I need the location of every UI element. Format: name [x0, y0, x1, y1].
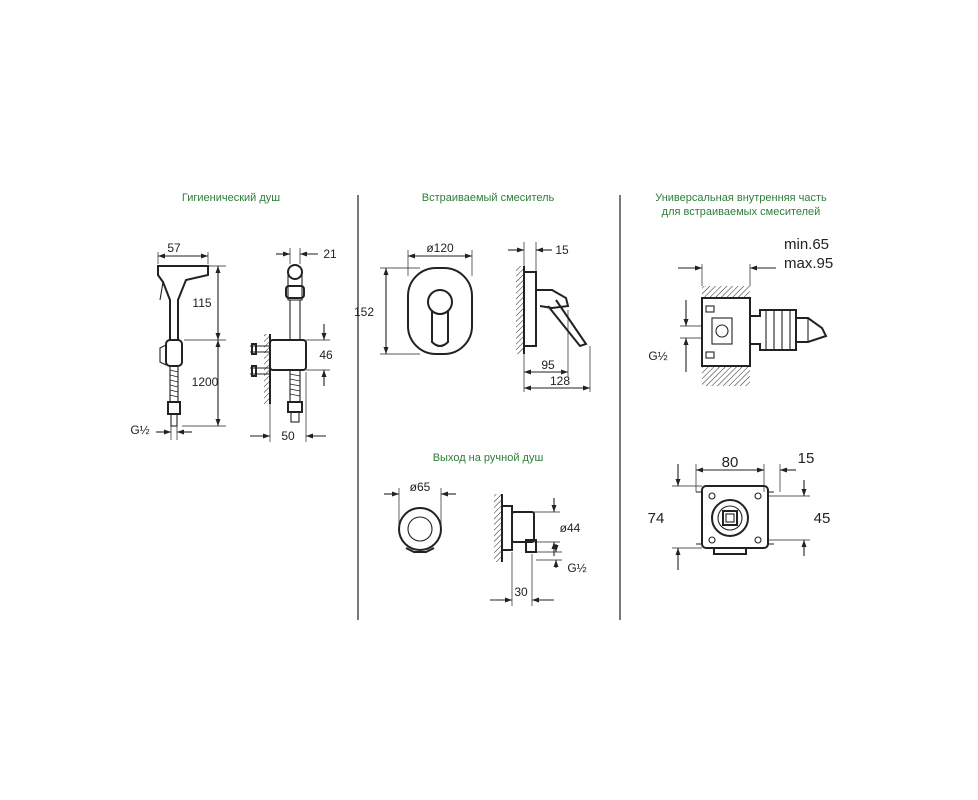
builtin-mixer-front-view: ø120 152 — [354, 241, 473, 355]
dim-152: 152 — [354, 305, 374, 319]
title-universal-inner-1: Универсальная внутренняя часть — [655, 192, 827, 204]
dim-g12-b: G½ — [648, 349, 667, 363]
dim-45: 45 — [814, 510, 831, 527]
dim-g12-c: G½ — [567, 561, 586, 575]
title-builtin-mixer: Встраиваемый смеситель — [422, 192, 555, 204]
dim-d65: ø65 — [410, 480, 431, 494]
dim-g12-a: G½ — [130, 423, 149, 437]
dim-1200: 1200 — [192, 375, 219, 389]
hygienic-shower-front-view: 57 115 1200 G½ — [130, 241, 226, 440]
title-hand-shower-outlet: Выход на ручной душ — [433, 452, 544, 464]
builtin-mixer-side-view: 15 95 128 — [508, 242, 591, 392]
dim-15-box: 15 — [798, 450, 815, 467]
dim-21: 21 — [323, 247, 337, 261]
dim-15-mixer: 15 — [555, 243, 569, 257]
dim-d120: ø120 — [426, 241, 454, 255]
dim-d44: ø44 — [560, 521, 581, 535]
hygienic-shower-side-view: 21 46 50 — [250, 247, 337, 443]
dim-50: 50 — [281, 429, 295, 443]
hand-shower-outlet-front-view: ø65 — [384, 480, 456, 553]
hand-shower-outlet-side-view: ø44 G½ 30 — [490, 494, 587, 606]
dim-128: 128 — [550, 374, 570, 388]
dim-95: 95 — [541, 358, 555, 372]
title-universal-inner-2: для встраиваемых смесителей — [662, 206, 821, 218]
dim-80: 80 — [722, 454, 739, 471]
title-hygienic-shower: Гигиенический душ — [182, 192, 280, 204]
dim-74: 74 — [648, 510, 665, 527]
universal-inner-front-view: 80 15 74 45 — [648, 450, 831, 570]
dim-30: 30 — [514, 585, 528, 599]
dim-46: 46 — [319, 348, 333, 362]
dim-min65: min.65 — [784, 236, 829, 253]
dim-57: 57 — [167, 241, 181, 255]
dim-max95: max.95 — [784, 255, 833, 272]
dim-115: 115 — [192, 296, 211, 310]
universal-inner-side-view: min.65 max.95 G½ — [648, 236, 833, 386]
